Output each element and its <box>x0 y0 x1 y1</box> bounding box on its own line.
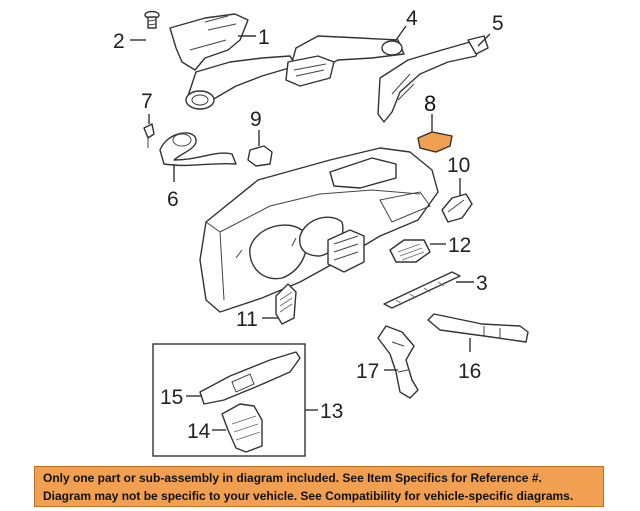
callout-8: 8 <box>424 91 436 116</box>
callout-16: 16 <box>458 360 481 383</box>
callout-2: 2 <box>113 30 125 53</box>
part-11-side-vent <box>275 283 297 325</box>
callout-12: 12 <box>448 234 471 257</box>
disclaimer-banner: Only one part or sub-assembly in diagram… <box>34 466 604 507</box>
callout-14: 14 <box>187 420 211 443</box>
callout-17: 17 <box>356 360 379 383</box>
part-4-center-duct <box>285 35 405 87</box>
callout-5: 5 <box>492 12 504 35</box>
callout-3: 3 <box>476 272 488 295</box>
part-10-bezel <box>441 193 473 223</box>
leader-4 <box>395 25 407 41</box>
callout-1: 1 <box>258 26 270 49</box>
part-14-vent-insert <box>221 403 263 453</box>
disclaimer-line-2: Diagram may not be specific to your vehi… <box>43 488 574 503</box>
callout-10: 10 <box>447 154 470 177</box>
callout-6: 6 <box>167 188 179 211</box>
part-8-pad-highlighted <box>417 131 453 153</box>
instrument-panel <box>199 147 439 313</box>
part-5-right-duct <box>377 35 489 123</box>
part-17-duct-elbow <box>377 325 419 399</box>
subassembly-box <box>152 343 306 457</box>
part-12-center-vent <box>389 239 431 263</box>
part-6-hose <box>159 132 237 167</box>
leader-5 <box>477 33 491 47</box>
callout-15: 15 <box>160 386 183 409</box>
disclaimer-line-1: Only one part or sub-assembly in diagram… <box>43 470 542 485</box>
part-2-screw <box>144 10 160 29</box>
callout-13: 13 <box>320 400 343 423</box>
part-16-floor-duct <box>427 313 529 343</box>
callout-9: 9 <box>250 108 262 131</box>
callout-7: 7 <box>141 90 153 113</box>
part-9-clip <box>247 145 273 167</box>
callout-11: 11 <box>236 308 258 331</box>
part-7-screw <box>143 123 155 148</box>
part-15-panel <box>199 351 301 405</box>
callout-4: 4 <box>406 7 418 30</box>
part-1-vent-duct <box>169 13 297 110</box>
part-3-grille <box>383 271 461 309</box>
